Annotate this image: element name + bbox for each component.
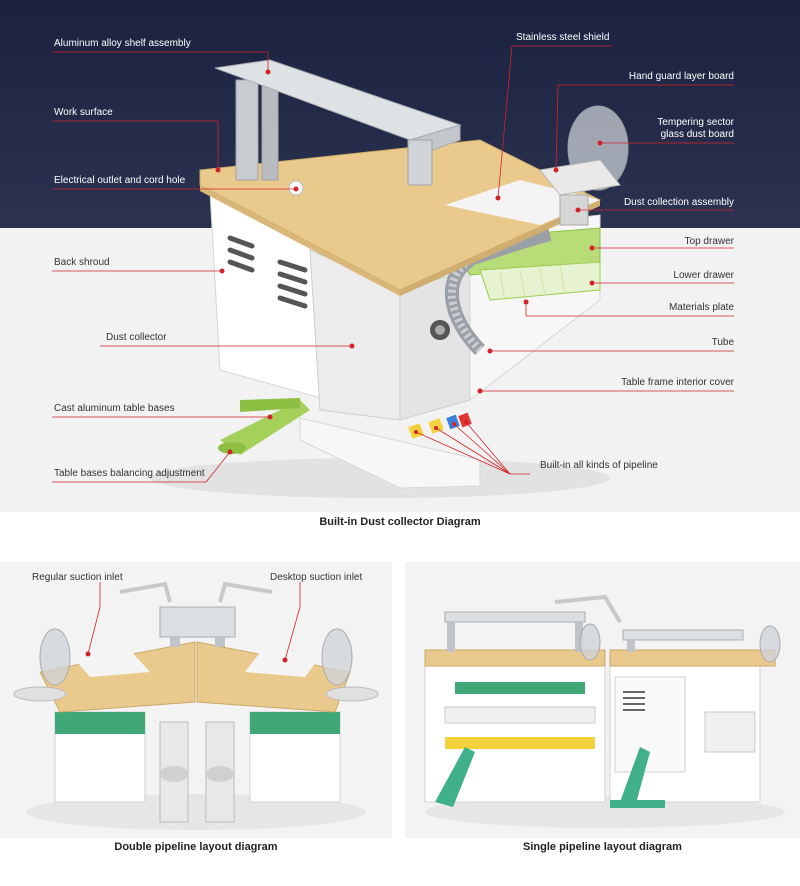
label-tube: Tube xyxy=(711,337,734,348)
caption-double-pipeline: Double pipeline layout diagram xyxy=(114,841,278,853)
leader-markers xyxy=(215,69,603,455)
label-desktop-suction-inlet: Desktop suction inlet xyxy=(270,572,363,583)
single-pipeline-panel xyxy=(405,562,800,838)
caption-built-in-dust-collector: Built-in Dust collector Diagram xyxy=(319,516,481,528)
label-glass-dust-board: glass dust board xyxy=(660,129,734,140)
label-pipeline: Built-in all kinds of pipeline xyxy=(540,460,658,471)
label-dust-collection-assembly: Dust collection assembly xyxy=(623,197,734,208)
label-balancing-adjustment: Table bases balancing adjustment xyxy=(54,468,205,479)
label-lower-drawer: Lower drawer xyxy=(673,270,734,281)
dust-collector-diagram: Aluminum alloy shelf assembly Work surfa… xyxy=(0,0,800,512)
label-work-surface: Work surface xyxy=(54,107,113,118)
label-electrical-outlet: Electrical outlet and cord hole xyxy=(54,175,186,186)
double-pipeline-panel: Regular suction inlet Desktop suction in… xyxy=(0,562,392,838)
single-pipeline-illustration xyxy=(424,594,785,828)
label-aluminum-shelf: Aluminum alloy shelf assembly xyxy=(54,38,191,49)
label-hand-guard: Hand guard layer board xyxy=(628,71,734,82)
hand-guard xyxy=(539,159,621,196)
label-tempering-sector: Tempering sector xyxy=(657,117,734,128)
label-regular-suction-inlet: Regular suction inlet xyxy=(32,572,123,583)
caption-single-pipeline: Single pipeline layout diagram xyxy=(523,841,682,853)
label-frame-interior-cover: Table frame interior cover xyxy=(621,377,734,388)
diagram-illustration xyxy=(0,0,800,512)
label-back-shroud: Back shroud xyxy=(54,257,110,268)
double-pipeline-illustration xyxy=(13,581,379,830)
leader-lines xyxy=(52,45,734,483)
shelf-post xyxy=(235,79,259,181)
label-dust-collector: Dust collector xyxy=(106,332,167,343)
label-cast-bases: Cast aluminum table bases xyxy=(54,403,175,414)
table-plinth xyxy=(299,417,481,489)
lower-drawer xyxy=(479,261,601,301)
label-stainless-shield: Stainless steel shield xyxy=(516,32,610,43)
vents xyxy=(227,235,308,309)
label-materials-plate: Materials plate xyxy=(668,302,734,313)
label-top-drawer: Top drawer xyxy=(684,236,734,247)
table-base-left xyxy=(220,400,310,455)
